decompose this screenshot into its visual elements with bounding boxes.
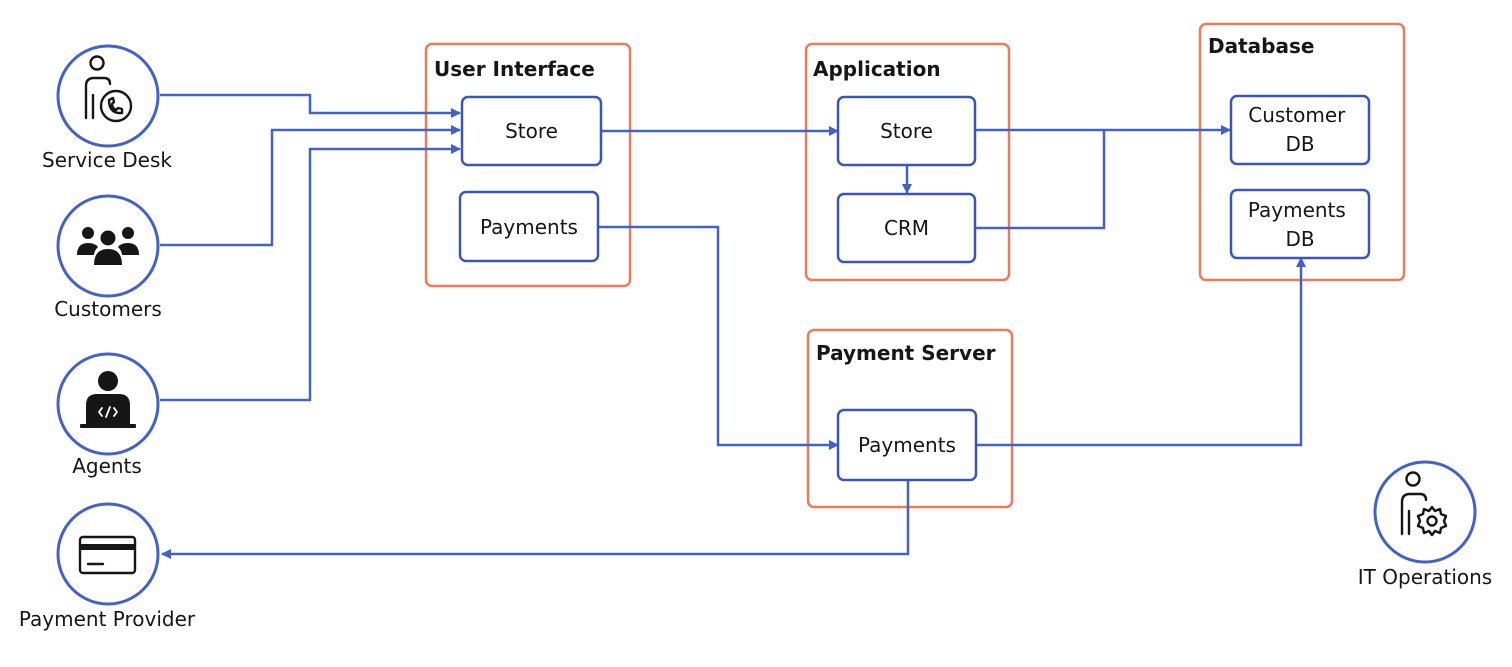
customer-db-border [1229,94,1371,166]
ui-payments-box[interactable]: Payments [458,190,600,263]
payments-db-box[interactable]: Payments DB [1229,188,1371,260]
actor-customers-label: Customers [54,297,162,321]
it-operations-icon [1400,471,1448,537]
customer-db-label-line2: DB [1285,132,1314,156]
payment-server-payments-box[interactable]: Payments [836,408,978,482]
app-store-border [836,95,977,167]
actor-it-operations[interactable]: IT Operations [1358,460,1492,589]
ui-payments-label: Payments [480,215,578,239]
group-database-title: Database [1208,34,1314,58]
app-crm-box[interactable]: CRM [836,192,977,264]
customer-db-label: Customer DB [1248,103,1352,156]
payments-db-label-line1: Payments [1248,198,1346,222]
actor-payment-provider-label: Payment Provider [19,607,196,631]
group-user-interface-title: User Interface [434,57,595,81]
app-store-label: Store [880,119,933,143]
payments-db-label: Payments DB [1248,198,1352,251]
ui-store-box[interactable]: Store [460,95,603,167]
payments-db-label-line2: DB [1285,227,1314,251]
agent-laptop-icon [80,371,136,428]
actor-agents[interactable]: Agents [56,352,160,478]
connector-ui-payments-to-payment-server [598,225,839,450]
actor-service-desk-label: Service Desk [42,148,172,172]
customer-db-label-line1: Customer [1248,103,1346,127]
actor-service-desk-circle [56,44,160,148]
connector-payment-server-to-payment-provider [161,480,910,559]
actor-payment-provider[interactable]: Payment Provider [19,502,196,631]
payment-server-payments-label: Payments [858,433,956,457]
connector-customers-to-ui-store [160,125,461,247]
ui-payments-border [458,190,600,263]
actor-service-desk[interactable]: Service Desk [42,44,172,172]
group-application-title: Application [813,57,941,81]
connector-service-desk-to-ui-store [160,93,461,118]
customers-icon [77,227,139,265]
app-crm-label: CRM [884,216,929,240]
service-desk-icon [84,55,133,123]
connector-agents-to-ui-store [160,144,461,402]
ui-store-border [460,95,603,167]
actor-customers-circle [56,194,160,298]
payments-db-border [1229,188,1371,260]
actor-it-operations-circle [1373,460,1477,564]
connector-payment-server-to-payments-db [976,257,1306,447]
payment-server-payments-border [836,408,978,482]
actor-it-operations-label: IT Operations [1358,565,1492,589]
group-payment-server-title: Payment Server [816,341,996,365]
credit-card-icon [78,535,137,575]
customer-db-box[interactable]: Customer DB [1229,94,1371,166]
actor-customers[interactable]: Customers [54,194,162,321]
ui-store-label: Store [505,119,558,143]
connectors [160,93,1306,559]
app-crm-border [836,192,977,264]
actor-payment-provider-circle [56,502,160,606]
app-store-box[interactable]: Store [836,95,977,167]
connector-crm-to-customer-db [975,130,1106,230]
actor-agents-label: Agents [72,454,142,478]
